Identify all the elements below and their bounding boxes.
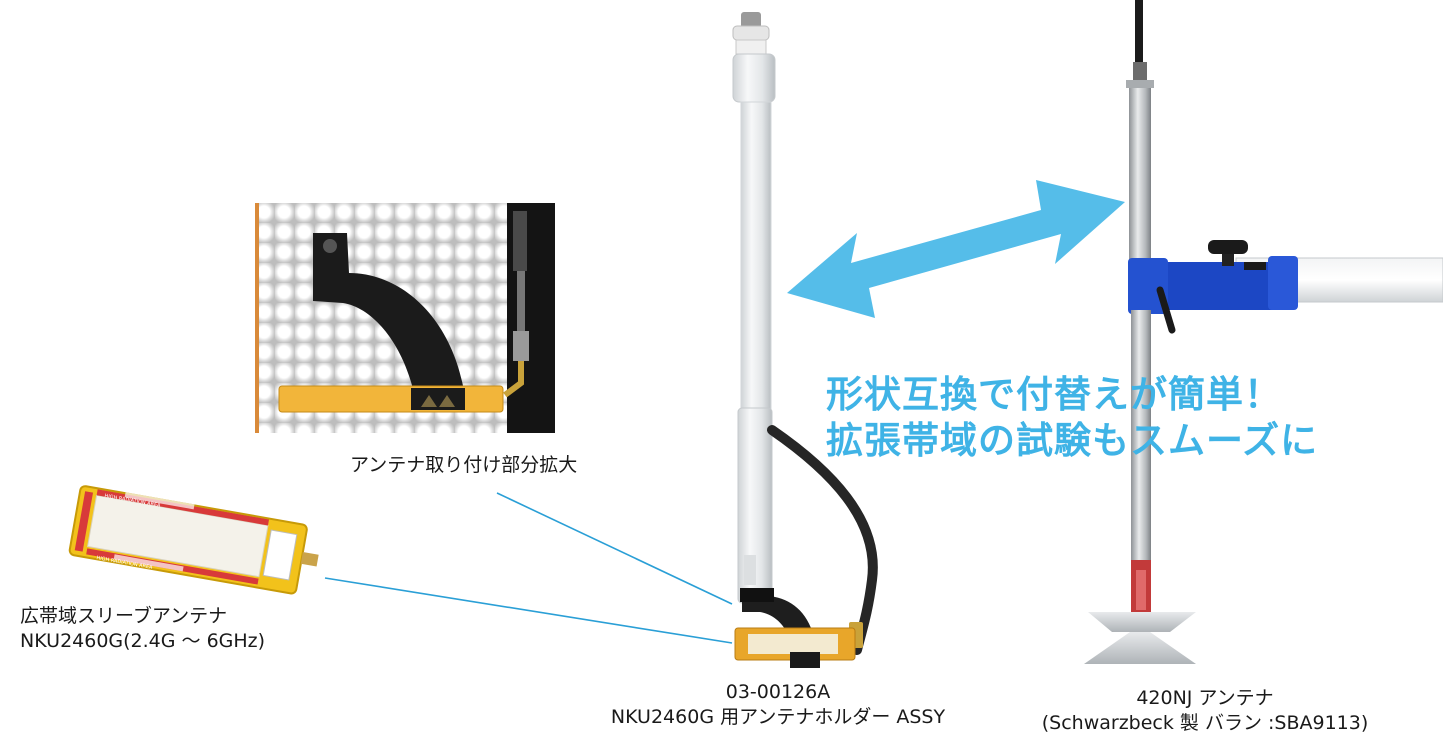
double-headed-arrow-icon — [787, 180, 1125, 318]
headline-line-2: 拡張帯域の試験もスムーズに — [826, 419, 1319, 462]
reference-antenna-name: 420NJ アンテナ — [1136, 687, 1274, 709]
holder-assembly-photo — [732, 12, 878, 668]
headline-line-1: 形状互換で付替えが簡単！ — [826, 373, 1282, 416]
headline: 形状互換で付替えが簡単！ 拡張帯域の試験もスムーズに — [826, 372, 1318, 464]
closeup-illustration — [278, 211, 529, 413]
sleeve-leader-line — [324, 577, 733, 644]
holder-name: NKU2460G 用アンテナホルダー ASSY — [610, 706, 946, 728]
antenna-attachment-closeup — [255, 203, 555, 433]
reference-antenna-photo — [1084, 0, 1443, 664]
sleeve-antenna-caption: 広帯域スリーブアンテナ NKU2460G(2.4G ～ 6GHz) — [20, 604, 265, 654]
reference-antenna-caption: 420NJ アンテナ (Schwarzbeck 製 バラン :SBA9113) — [1000, 686, 1410, 736]
zoom-leader-line — [496, 492, 733, 605]
zoom-caption: アンテナ取り付け部分拡大 — [350, 454, 578, 476]
holder-caption: 03-00126A NKU2460G 用アンテナホルダー ASSY — [568, 680, 988, 730]
reference-antenna-detail: (Schwarzbeck 製 バラン :SBA9113) — [1041, 712, 1369, 734]
holder-part-number: 03-00126A — [725, 681, 831, 703]
sleeve-antenna-model: NKU2460G(2.4G ～ 6GHz) — [20, 630, 266, 652]
sleeve-antenna-name: 広帯域スリーブアンテナ — [20, 605, 228, 627]
sleeve-antenna-photo — [68, 485, 319, 595]
